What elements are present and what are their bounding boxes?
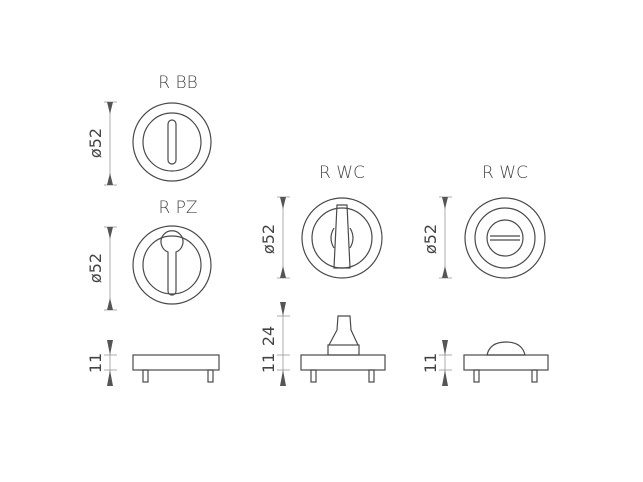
diameter-label: ø52 bbox=[259, 224, 278, 254]
view-r-pz: R PZ ø52 bbox=[86, 198, 212, 311]
view-title: R PZ bbox=[158, 198, 197, 218]
keyhole bbox=[167, 119, 177, 165]
side-view-2: 24 11 bbox=[259, 302, 386, 386]
view-r-bb: R BB ø52 bbox=[86, 73, 212, 186]
cylinder-hole bbox=[160, 230, 184, 296]
diameter-label: ø52 bbox=[86, 128, 105, 158]
view-r-wc-indicator: R WC ø52 bbox=[421, 163, 546, 279]
view-r-wc-turn: R WC ø52 bbox=[259, 163, 383, 279]
view-title: R WC bbox=[319, 163, 365, 183]
thumbturn bbox=[330, 204, 354, 269]
height-label: 11 bbox=[259, 353, 278, 373]
height-label: 11 bbox=[421, 353, 440, 373]
side-view-3: 11 bbox=[421, 340, 549, 386]
indicator-slot bbox=[490, 235, 520, 241]
side-view-1: 11 bbox=[86, 340, 220, 386]
view-title: R BB bbox=[158, 73, 197, 93]
height-label: 11 bbox=[86, 353, 105, 373]
diameter-label: ø52 bbox=[86, 253, 105, 283]
height-label: 24 bbox=[259, 326, 278, 346]
diameter-label: ø52 bbox=[421, 224, 440, 254]
view-title: R WC bbox=[482, 163, 528, 183]
